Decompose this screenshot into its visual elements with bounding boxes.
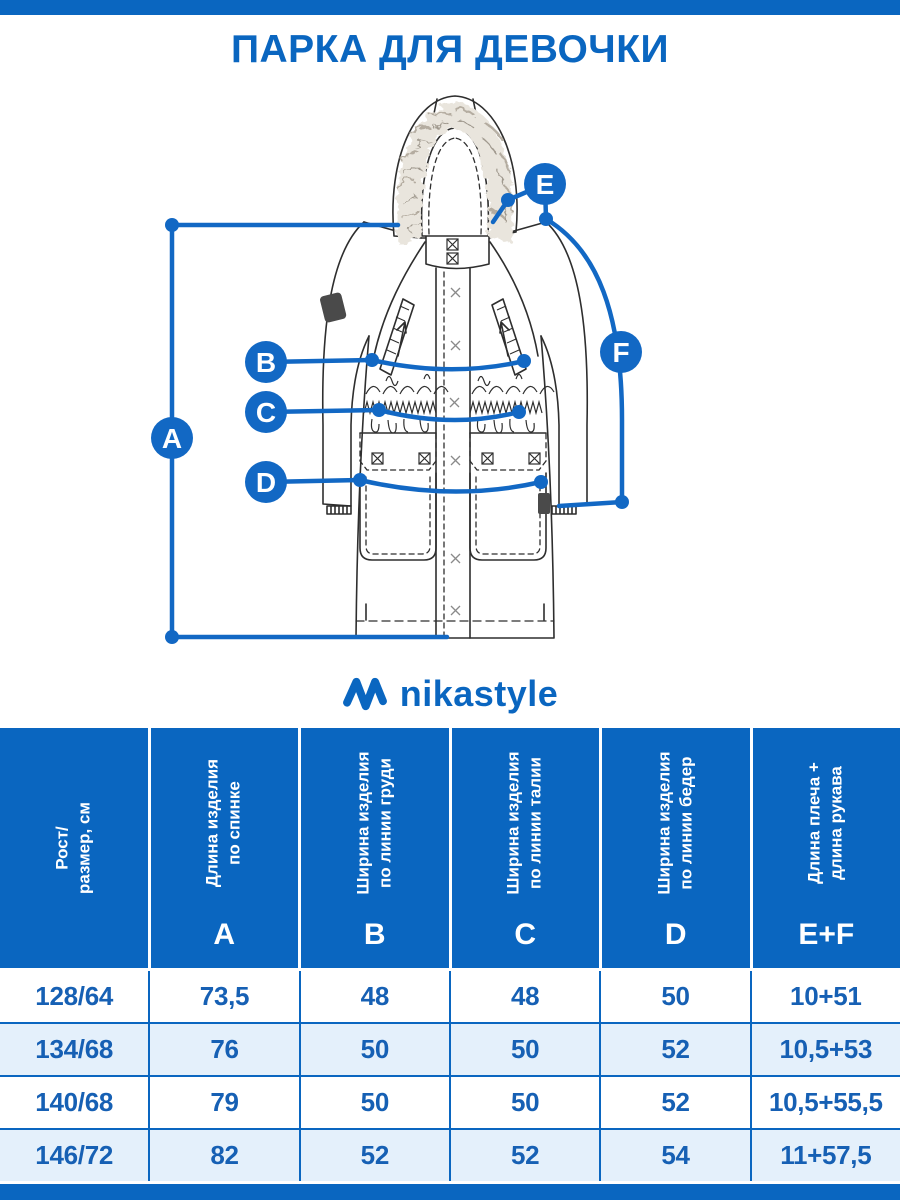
page-title: ПАРКА ДЛЯ ДЕВОЧКИ	[230, 28, 670, 71]
letter-d: D	[256, 467, 276, 498]
cell-c: 48	[450, 971, 600, 1022]
welt-pocket-left	[379, 298, 415, 376]
cell-d: 52	[601, 1077, 750, 1128]
cell-d: 52	[601, 1024, 750, 1075]
stitch-x-marks	[449, 287, 461, 616]
header-letter: A	[213, 918, 236, 951]
cell-ef: 10,5+55,5	[751, 1077, 900, 1128]
size-table: Рост/ размер, см Длина изделия по спинке…	[0, 728, 900, 1181]
sleeve-badge	[320, 292, 347, 323]
patch-pocket-left	[359, 432, 437, 561]
bottom-accent-bar	[0, 1184, 900, 1200]
header-col-b: Ширина изделия по линии груди B	[301, 728, 449, 968]
cell-c: 50	[450, 1077, 600, 1128]
header-label-line: по линии груди	[375, 757, 395, 889]
measure-label-e	[524, 163, 566, 205]
header-letter: E+F	[798, 918, 855, 951]
welt-pocket-right	[491, 298, 527, 376]
cell-size: 146/72	[0, 1130, 149, 1181]
waist-shirring	[363, 373, 555, 434]
parka-diagram: A B C D E F	[0, 85, 900, 660]
header-letter: C	[514, 918, 537, 951]
size-table-header: Рост/ размер, см Длина изделия по спинке…	[0, 728, 900, 968]
header-label-line: Длина изделия	[202, 758, 222, 888]
cuff-details	[326, 493, 577, 515]
measurements: A B C D E F	[151, 163, 642, 644]
cell-d: 54	[601, 1130, 750, 1181]
header-col-ef: Длина плеча + длина рукава E+F	[752, 728, 900, 968]
header-label-line: Рост/	[52, 826, 72, 870]
cell-size: 128/64	[0, 971, 149, 1022]
header-letter: D	[664, 918, 687, 951]
header-letter: B	[363, 918, 386, 951]
cell-b: 52	[300, 1130, 449, 1181]
header-col-a: Длина изделия по спинке A	[150, 728, 298, 968]
top-accent-bar	[0, 0, 900, 15]
header-label-line: Ширина изделия	[353, 751, 373, 895]
cell-a: 73,5	[150, 971, 299, 1022]
measure-label-f	[600, 331, 642, 373]
cell-ef: 11+57,5	[751, 1130, 900, 1181]
header-label-line: по спинке	[225, 781, 245, 865]
cell-b: 50	[300, 1024, 449, 1075]
header-label-line: длина рукава	[827, 766, 847, 880]
measure-label-c	[245, 391, 287, 433]
cell-b: 48	[300, 971, 449, 1022]
cell-a: 79	[150, 1077, 299, 1128]
header-label-line: Ширина изделия	[503, 751, 523, 895]
letter-e: E	[536, 169, 555, 200]
letter-f: F	[612, 337, 629, 368]
cell-b: 50	[300, 1077, 449, 1128]
measure-label-a	[151, 417, 193, 459]
cell-c: 52	[450, 1130, 600, 1181]
header-col-d: Ширина изделия по линии бедер D	[602, 728, 750, 968]
letter-a: A	[162, 423, 182, 454]
letter-b: B	[256, 347, 276, 378]
header-label-line: Длина плеча +	[804, 762, 824, 884]
parka-technical-drawing: A B C D E F	[151, 95, 642, 644]
cell-ef: 10+51	[751, 971, 900, 1022]
header-label-line: размер, см	[74, 802, 94, 894]
measure-label-b	[245, 341, 287, 383]
cell-a: 76	[150, 1024, 299, 1075]
nikastyle-logo-icon	[342, 677, 387, 711]
brand-name: nikastyle	[399, 673, 559, 714]
cell-size: 134/68	[0, 1024, 149, 1075]
header-col-size: Рост/ размер, см	[0, 728, 148, 968]
cell-d: 50	[601, 971, 750, 1022]
size-table-body: 128/64 73,5 48 48 50 10+51 134/68 76 50 …	[0, 971, 900, 1181]
header-col-c: Ширина изделия по линии талии C	[451, 728, 599, 968]
cell-size: 140/68	[0, 1077, 149, 1128]
header-label-line: Ширина изделия	[654, 751, 674, 895]
brand-logo: nikastyle	[0, 660, 900, 728]
cell-c: 50	[450, 1024, 600, 1075]
cell-ef: 10,5+53	[751, 1024, 900, 1075]
letter-c: C	[256, 397, 276, 428]
measure-label-d	[245, 461, 287, 503]
patch-pocket-right	[469, 432, 547, 561]
header-label-line: по линии талии	[526, 757, 546, 889]
header-label-line: по линии бедер	[676, 756, 696, 890]
cell-a: 82	[150, 1130, 299, 1181]
